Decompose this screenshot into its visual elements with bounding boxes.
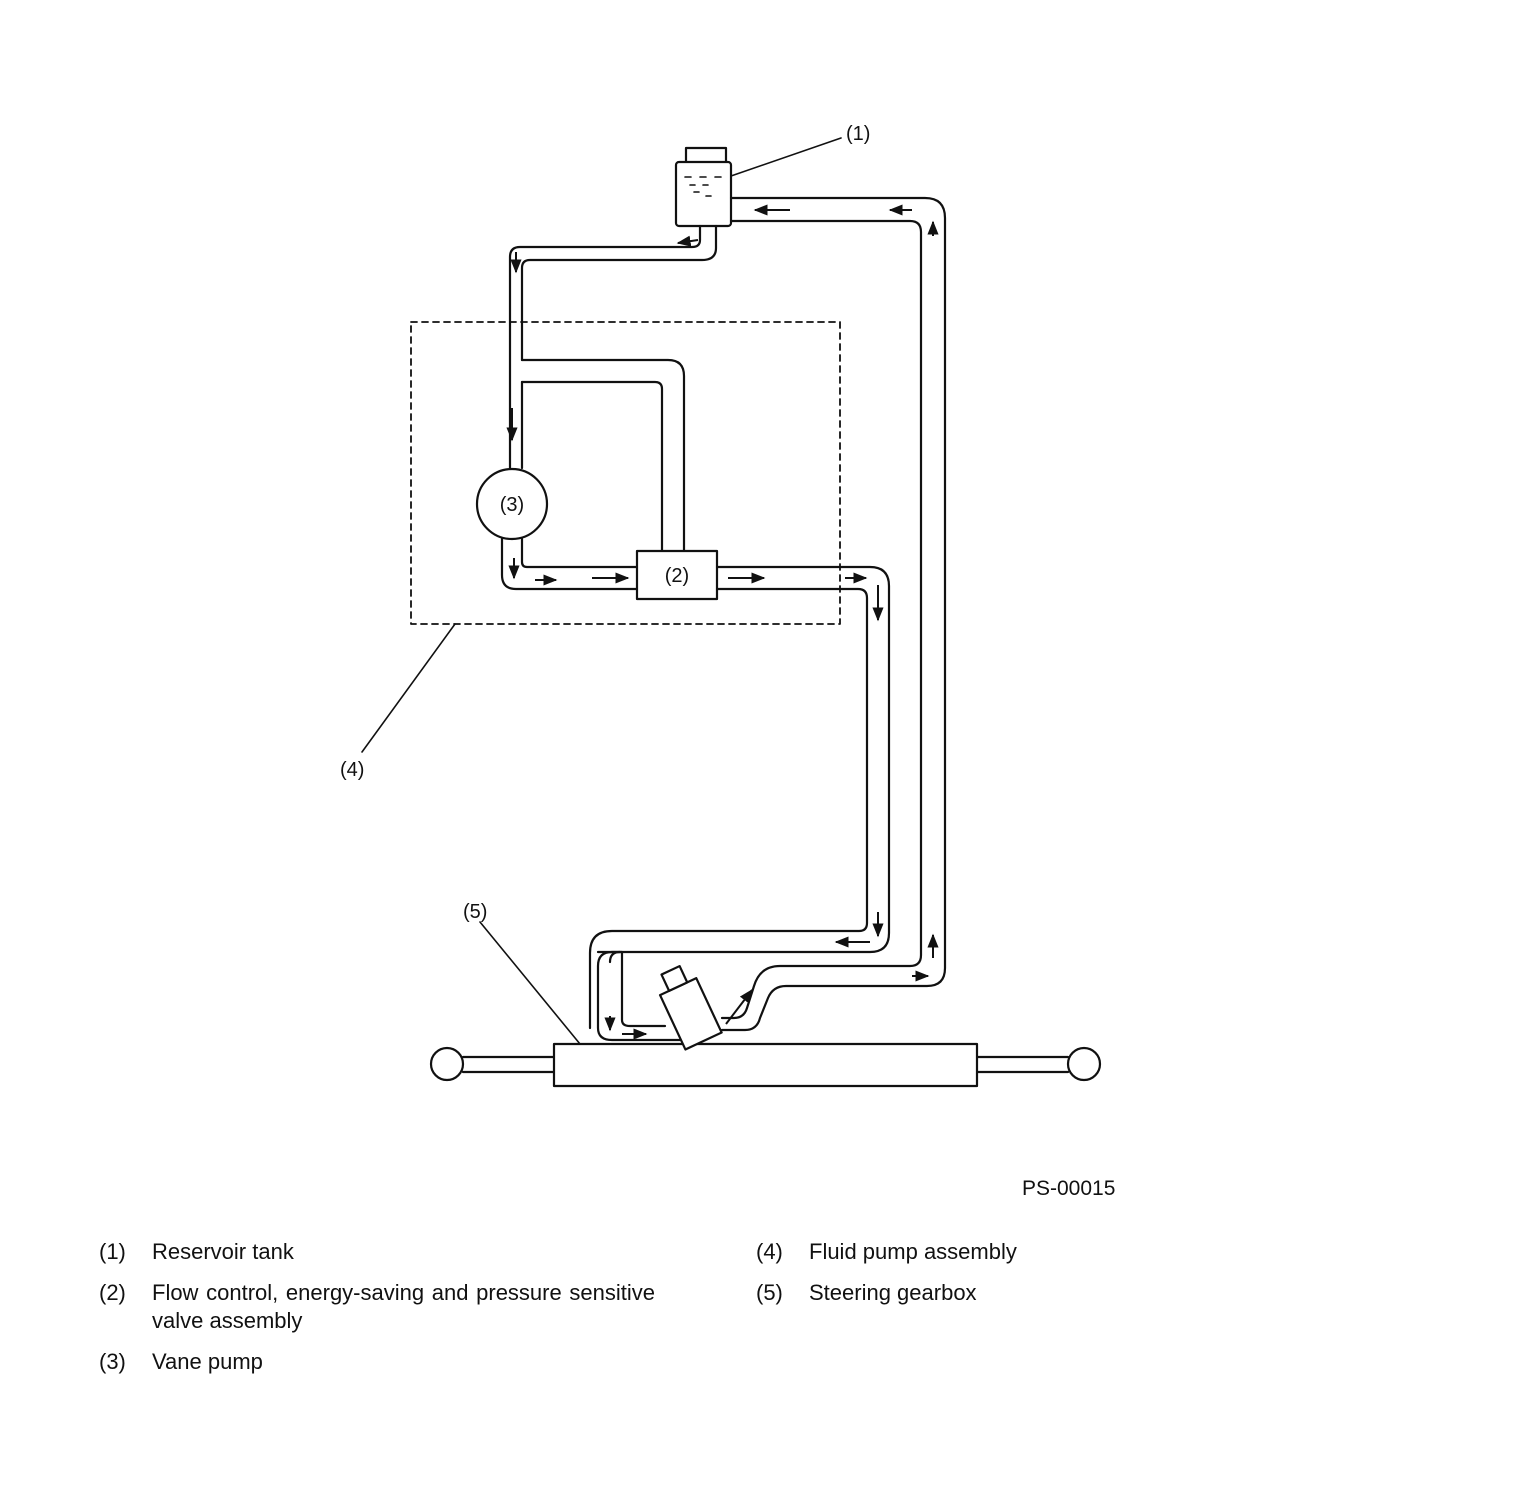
- legend-item: (5) Steering gearbox: [756, 1279, 1156, 1307]
- legend-item: (4) Fluid pump assembly: [756, 1238, 1156, 1266]
- callout-valve: (2): [665, 565, 689, 587]
- legend-item: (3) Vane pump: [99, 1348, 655, 1376]
- pressure-line: [588, 565, 891, 1042]
- legend-text: Reservoir tank: [152, 1239, 294, 1264]
- legend-text: Flow control, energy-saving and pressure…: [152, 1280, 655, 1333]
- leader-lines: [361, 137, 842, 1045]
- return-line: [720, 196, 947, 1032]
- flow-arrow: [725, 988, 753, 1025]
- legend-text: Fluid pump assembly: [809, 1239, 1017, 1264]
- figure-id: PS-00015: [1022, 1177, 1116, 1200]
- pump-outlet-line: [500, 537, 639, 591]
- callout-pump: (3): [500, 494, 524, 516]
- legend-item: (1) Reservoir tank: [99, 1238, 655, 1266]
- callout-gearbox: (5): [463, 901, 487, 923]
- legend-left: (1) Reservoir tank (2) Flow control, ene…: [99, 1238, 655, 1389]
- legend-number: (3): [99, 1349, 126, 1374]
- legend-number: (1): [99, 1239, 126, 1264]
- legend-number: (5): [756, 1280, 783, 1305]
- callout-pump-assembly: (4): [340, 759, 364, 781]
- vane-pump: [475, 467, 549, 541]
- power-steering-flow-diagram: (1) (2) (3) (4) (5): [340, 123, 1102, 1088]
- flow-arrow: [676, 235, 699, 247]
- valve-assembly: [635, 549, 719, 601]
- supply-line: [508, 224, 718, 470]
- legend-right: (4) Fluid pump assembly (5) Steering gea…: [756, 1238, 1156, 1320]
- reservoir-tank: [674, 146, 733, 228]
- legend-number: (4): [756, 1239, 783, 1264]
- fluid-pump-assembly-boundary: [410, 321, 841, 625]
- steering-gearbox: [429, 964, 1102, 1088]
- legend-number: (2): [99, 1280, 126, 1305]
- bypass-line: [520, 358, 686, 552]
- legend-item: (2) Flow control, energy-saving and pres…: [99, 1279, 655, 1335]
- legend-text: Vane pump: [152, 1349, 263, 1374]
- flow-arrows: [506, 204, 939, 1040]
- callout-reservoir: (1): [846, 123, 870, 145]
- legend-text: Steering gearbox: [809, 1280, 977, 1305]
